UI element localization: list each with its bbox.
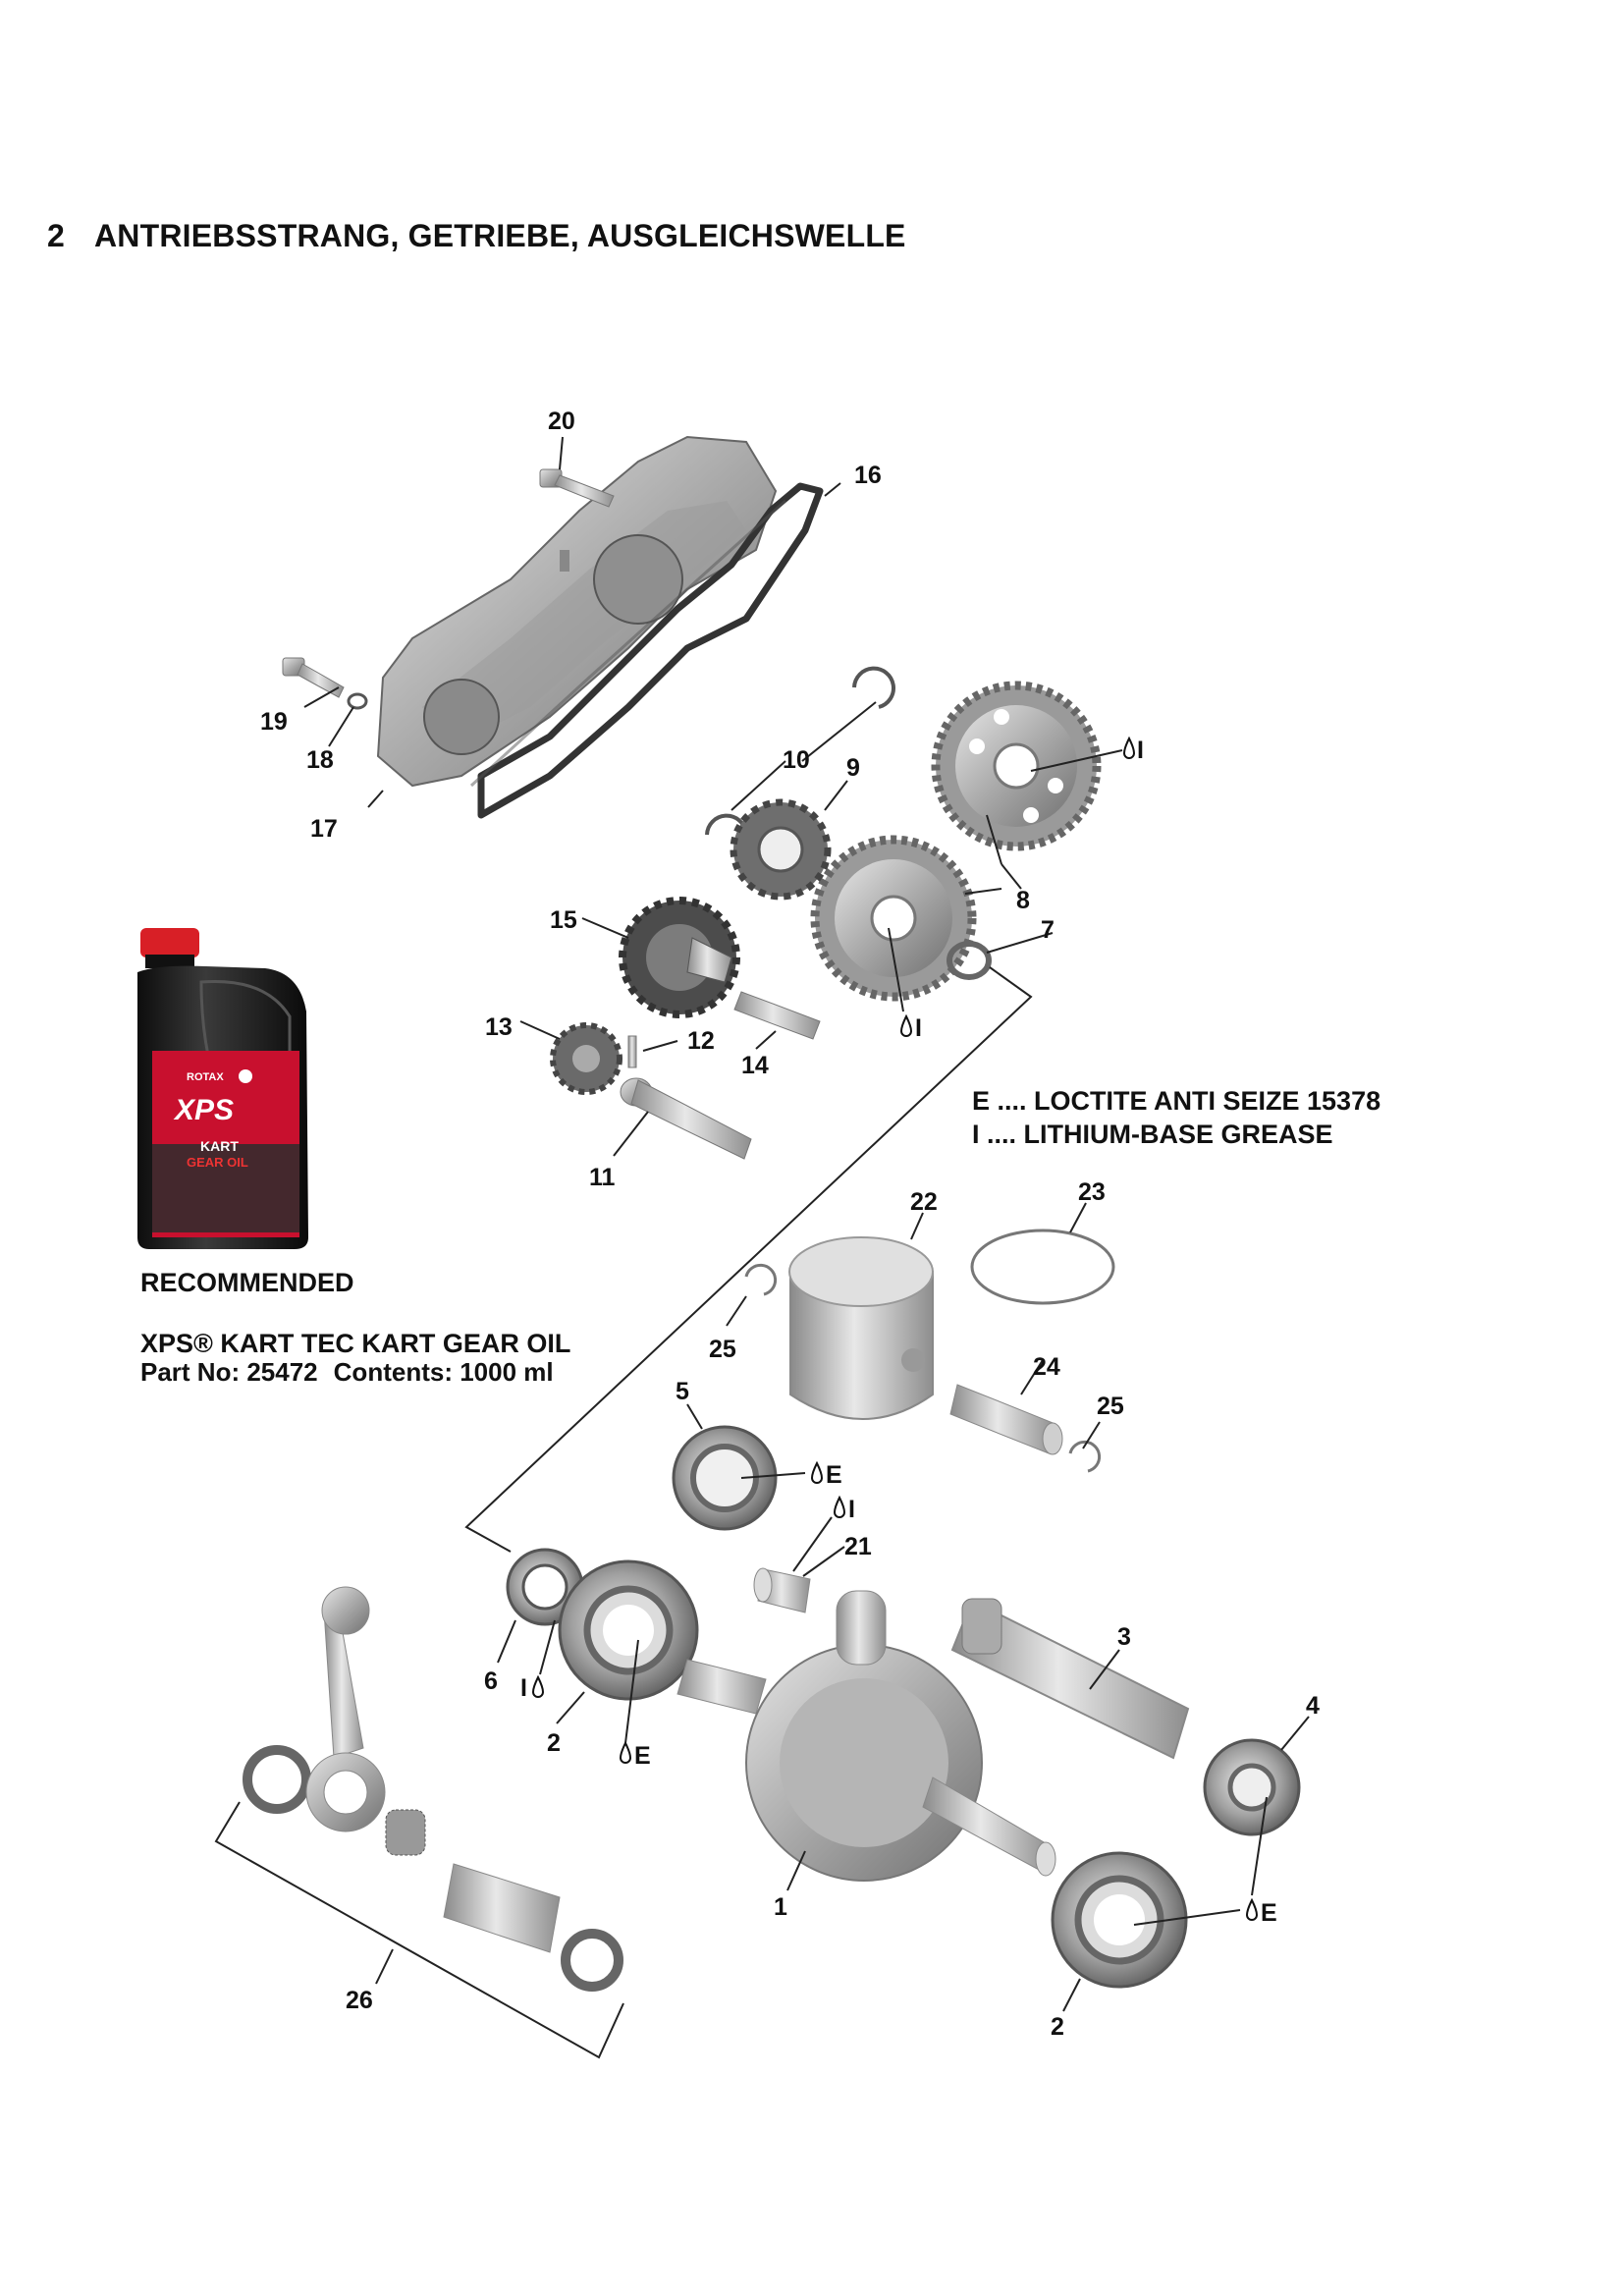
lubricant-drop-icon	[833, 1495, 846, 1518]
bearing-part-4	[1203, 1738, 1301, 1836]
lubricant-drop-icon	[899, 1013, 913, 1037]
bearing-part-2-upper	[558, 1559, 699, 1701]
callout-12: 12	[687, 1027, 715, 1055]
callout-9: 9	[846, 754, 860, 782]
bearing-part-2-lower	[1051, 1851, 1188, 1989]
lubricant-drop-icon	[810, 1460, 824, 1484]
circlip-part-25-left	[744, 1263, 778, 1296]
callout-7: 7	[1041, 916, 1055, 944]
pin-part-12	[627, 1035, 637, 1068]
callout-21: 21	[844, 1533, 872, 1560]
callout-11: 11	[589, 1164, 616, 1191]
callout-4: 4	[1306, 1692, 1320, 1720]
balance-shaft-part-3	[950, 1598, 1190, 1760]
bottle-neck	[145, 955, 194, 968]
lubricant-drop-icon	[619, 1740, 632, 1764]
callout-18: 18	[306, 746, 334, 774]
leader-lines	[214, 436, 1310, 2059]
callout-3: 3	[1117, 1623, 1131, 1651]
gear-part-13	[550, 1022, 622, 1095]
gear-part-8-upper	[931, 681, 1102, 851]
recommended-label: RECOMMENDED	[140, 1268, 354, 1297]
callout-26: 26	[346, 1987, 373, 2014]
washer-part-18	[347, 692, 368, 710]
callout-2-lower: 2	[1051, 2013, 1064, 2041]
legend-grease: I .... LITHIUM-BASE GREASE	[972, 1120, 1333, 1149]
callout-16: 16	[854, 462, 882, 489]
part-number: Part No: 25472	[140, 1357, 318, 1387]
bottle-label-photo	[152, 1144, 299, 1232]
screw-part-20	[539, 468, 615, 508]
bottle-cap	[140, 928, 199, 957]
marker-i-pin21: I	[848, 1496, 855, 1523]
callout-15: 15	[550, 906, 577, 934]
lubricant-markers: I I E I I E E	[520, 736, 1277, 1927]
callout-19: 19	[260, 708, 288, 736]
callout-10: 10	[783, 746, 810, 774]
marker-i-seal6: I	[520, 1674, 527, 1702]
bearing-part-5	[672, 1425, 778, 1531]
callout-25-right: 25	[1097, 1393, 1124, 1420]
callout-8: 8	[1016, 887, 1030, 914]
recommended-product: XPS® KART TEC KART GEAR OIL	[140, 1329, 571, 1358]
callout-22: 22	[910, 1188, 938, 1216]
piston-part-22	[788, 1236, 934, 1420]
gear-cover-part-17	[376, 435, 778, 788]
piston-ring-part-23	[970, 1229, 1115, 1305]
callout-1: 1	[774, 1893, 787, 1921]
callout-17: 17	[310, 815, 338, 843]
callout-6: 6	[484, 1667, 498, 1695]
gasket-part-16	[469, 482, 824, 819]
circlip-part-10-upper	[852, 666, 895, 709]
callout-2-upper: 2	[547, 1729, 561, 1757]
bottle-line1: KART	[200, 1138, 239, 1154]
conrod-kit-part-26	[243, 1586, 623, 1992]
gear-oil-bottle: ROTAX XPS KART GEAR OIL	[137, 928, 308, 1249]
gear-part-15	[619, 897, 740, 1018]
shaft-part-11	[620, 1077, 752, 1160]
contents: Contents: 1000 ml	[333, 1357, 554, 1387]
callout-5: 5	[676, 1378, 689, 1405]
recommended-part-info: Part No: 25472 Contents: 1000 ml	[140, 1357, 569, 1388]
gear-part-9	[730, 798, 832, 901]
crankshaft-part-1	[676, 1590, 1056, 1882]
screw-part-19	[282, 657, 345, 698]
callout-14: 14	[741, 1052, 769, 1079]
marker-e-bearing2: E	[634, 1742, 651, 1770]
section-number: 2	[47, 218, 65, 253]
callout-13: 13	[485, 1013, 513, 1041]
bottle-handle	[199, 979, 292, 1058]
callout-24: 24	[1033, 1353, 1060, 1381]
circlip-part-25-right	[1068, 1440, 1102, 1473]
bottle-brand: ROTAX	[187, 1071, 224, 1083]
callout-25-left: 25	[709, 1336, 736, 1363]
legend-loctite: E .... LOCTITE ANTI SEIZE 15378	[972, 1086, 1381, 1116]
bottle-line2: GEAR OIL	[187, 1155, 248, 1170]
bottle-logo: XPS	[173, 1094, 234, 1126]
marker-e-bearing4: E	[1261, 1899, 1277, 1927]
callout-20: 20	[548, 408, 575, 435]
marker-e-bearing5: E	[826, 1461, 842, 1489]
lubricant-drop-icon	[1245, 1897, 1259, 1921]
gear-part-8-lower	[810, 835, 977, 1002]
marker-i-gear8-low: I	[915, 1014, 922, 1042]
bottle-brand-emblem	[239, 1069, 252, 1083]
callout-23: 23	[1078, 1178, 1106, 1206]
page-title: 2 ANTRIEBSSTRANG, GETRIEBE, AUSGLEICHSWEL…	[47, 218, 906, 254]
lubricant-drop-icon	[1122, 736, 1136, 759]
section-title: ANTRIEBSSTRANG, GETRIEBE, AUSGLEICHSWELL…	[94, 218, 906, 253]
pin-part-14	[733, 991, 821, 1040]
ring-part-7	[947, 941, 992, 980]
piston-pin-part-24	[949, 1384, 1056, 1454]
marker-i-gear8-top: I	[1137, 737, 1144, 764]
callout-numbers: 20 16 19 18 17 10 9 8 7 15 13 12 14 11 2…	[260, 408, 1320, 2041]
lubricant-drop-icon	[531, 1674, 545, 1698]
